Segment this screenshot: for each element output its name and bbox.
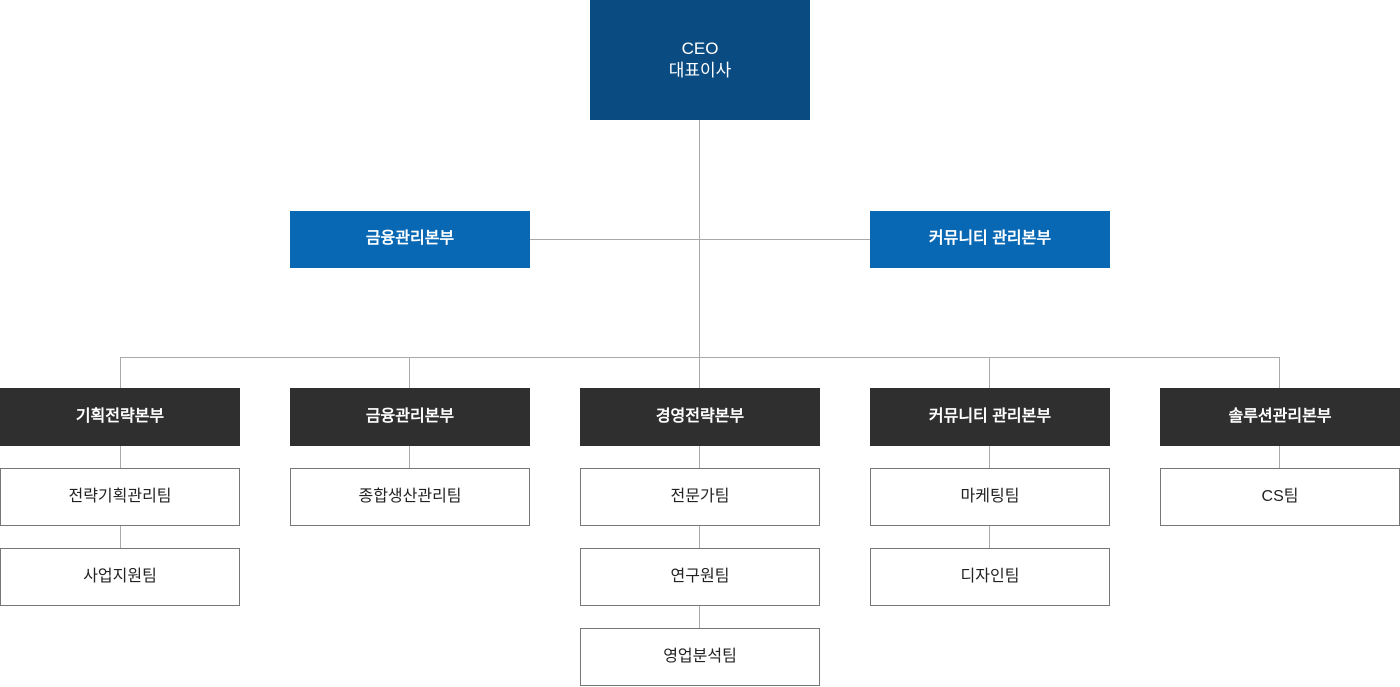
connector-division-horizontal: [530, 239, 870, 240]
team-label: 전문가팀: [670, 487, 730, 505]
connector-col3-team2-team3: [699, 606, 700, 628]
team-label: CS팀: [1261, 487, 1299, 505]
connector-drop-dept-2: [409, 357, 410, 388]
team-label: 종합생산관리팀: [358, 487, 462, 505]
node-department-management-strategy[interactable]: 경영전략본부: [580, 388, 820, 446]
connector-dept2-team1: [409, 446, 410, 468]
department-label: 경영전략본부: [655, 407, 745, 425]
node-team-business-support[interactable]: 사업지원팀: [0, 548, 240, 606]
node-team-cs[interactable]: CS팀: [1160, 468, 1400, 526]
node-team-sales-analysis[interactable]: 영업분석팀: [580, 628, 820, 686]
connector-department-bus: [120, 357, 1280, 358]
node-department-planning-strategy[interactable]: 기획전략본부: [0, 388, 240, 446]
connector-drop-dept-5: [1279, 357, 1280, 388]
node-department-community[interactable]: 커뮤니티 관리본부: [870, 388, 1110, 446]
connector-dept1-team1: [120, 446, 121, 468]
node-team-strategy-planning-mgmt[interactable]: 전략기획관리팀: [0, 468, 240, 526]
node-division-community[interactable]: 커뮤니티 관리본부: [870, 211, 1110, 268]
division-label: 커뮤니티 관리본부: [928, 230, 1052, 248]
node-team-expert[interactable]: 전문가팀: [580, 468, 820, 526]
department-label: 솔루션관리본부: [1228, 407, 1332, 425]
connector-col3-team1-team2: [699, 526, 700, 548]
team-label: 연구원팀: [670, 567, 730, 585]
ceo-title-line2: 대표이사: [668, 61, 732, 80]
connector-drop-dept-4: [989, 357, 990, 388]
connector-col4-team1-team2: [989, 526, 990, 548]
ceo-title-line1: CEO: [681, 38, 719, 58]
node-team-integrated-production-mgmt[interactable]: 종합생산관리팀: [290, 468, 530, 526]
node-department-finance[interactable]: 금융관리본부: [290, 388, 530, 446]
department-label: 금융관리본부: [365, 407, 455, 425]
node-department-solution[interactable]: 솔루션관리본부: [1160, 388, 1400, 446]
node-team-design[interactable]: 디자인팀: [870, 548, 1110, 606]
team-label: 전략기획관리팀: [68, 487, 172, 505]
team-label: 사업지원팀: [83, 567, 157, 585]
connector-drop-dept-3: [699, 357, 700, 388]
connector-dept4-team1: [989, 446, 990, 468]
team-label: 디자인팀: [960, 567, 1020, 585]
connector-col1-team1-team2: [120, 526, 121, 548]
node-division-finance[interactable]: 금융관리본부: [290, 211, 530, 268]
department-label: 기획전략본부: [75, 407, 165, 425]
node-team-marketing[interactable]: 마케팅팀: [870, 468, 1110, 526]
node-ceo[interactable]: CEO 대표이사: [590, 0, 810, 120]
connector-drop-dept-1: [120, 357, 121, 388]
team-label: 영업분석팀: [663, 647, 737, 665]
department-label: 커뮤니티 관리본부: [928, 407, 1052, 425]
division-label: 금융관리본부: [365, 230, 455, 248]
team-label: 마케팅팀: [960, 487, 1020, 505]
connector-dept3-team1: [699, 446, 700, 468]
connector-dept5-team1: [1279, 446, 1280, 468]
node-team-researcher[interactable]: 연구원팀: [580, 548, 820, 606]
